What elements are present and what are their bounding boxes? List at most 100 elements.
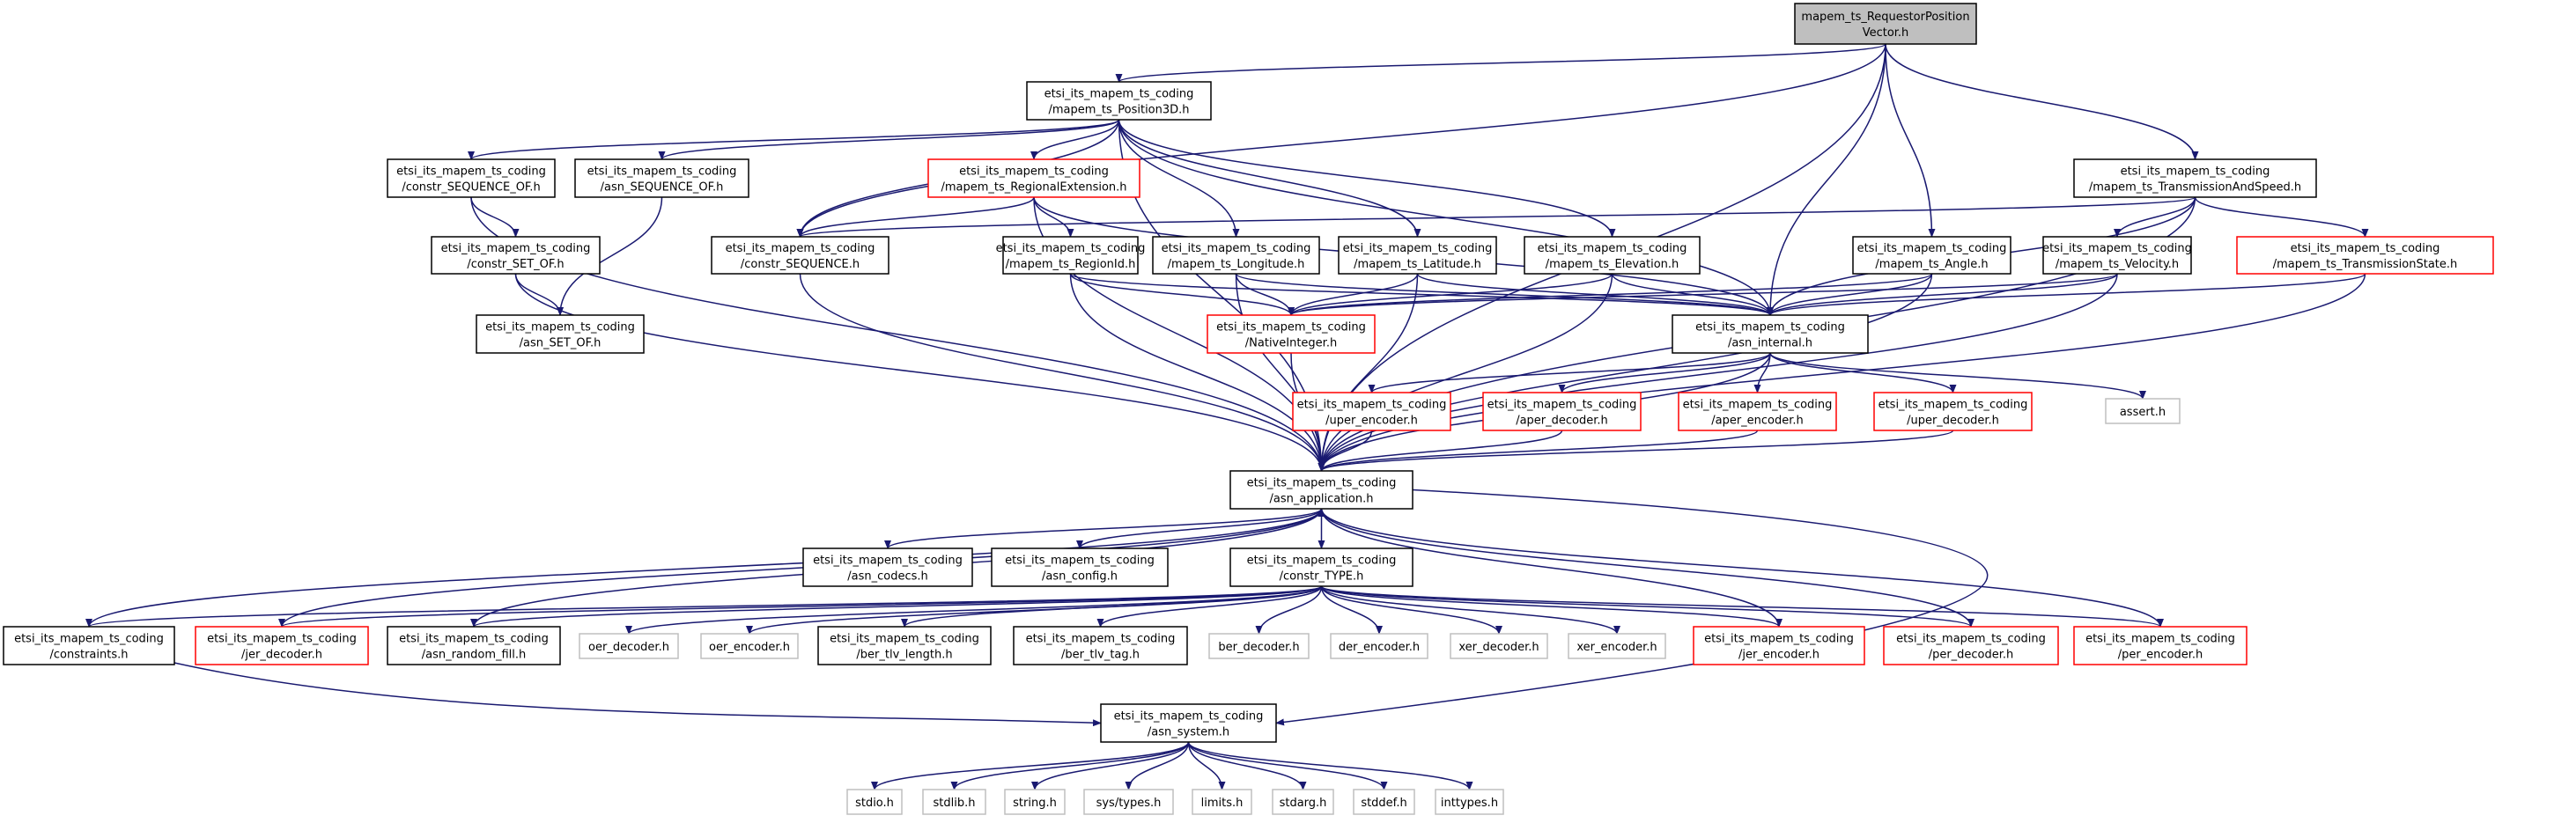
edge-asnsystem-to-inttypes (1187, 741, 1473, 790)
edge-constrtype-to-bertlvtag (1096, 585, 1323, 628)
node-box (1229, 547, 1413, 587)
node-label: etsi_its_mapem_ts_coding (959, 165, 1109, 179)
edge-constrtype-to-perdec (1320, 585, 1974, 628)
node-label: etsi_its_mapem_ts_coding (1695, 321, 1845, 334)
node-jerdec[interactable]: etsi_its_mapem_ts_coding/jer_decoder.h (195, 626, 369, 665)
edge-asnsystem-to-stdlib (950, 741, 1190, 790)
edge-root-to-tas (1885, 43, 2199, 160)
node-label: etsi_its_mapem_ts_coding (1044, 88, 1194, 101)
edge-constraints-to-asnsystem (173, 662, 1102, 727)
node-regext[interactable]: etsi_its_mapem_ts_coding/mapem_ts_Region… (927, 158, 1140, 198)
node-label: /jer_encoder.h (1738, 649, 1819, 662)
node-label: /mapem_ts_Elevation.h (1546, 258, 1679, 271)
node-box (476, 314, 645, 354)
node-label: /constr_SET_OF.h (467, 258, 564, 271)
node-label: etsi_its_mapem_ts_coding (996, 242, 1146, 255)
edge-tstate-to-asninternal (1767, 273, 2366, 316)
node-aseqof[interactable]: etsi_its_mapem_ts_coding/asn_SEQUENCE_OF… (574, 158, 749, 198)
node-label: /asn_codecs.h (847, 570, 928, 584)
node-box (1794, 3, 1977, 45)
node-tstate[interactable]: etsi_its_mapem_ts_coding/mapem_ts_Transm… (2236, 236, 2494, 275)
node-label: etsi_its_mapem_ts_coding (1487, 399, 1637, 412)
edge-csetof-to-asetof (514, 273, 564, 316)
node-asnsystem[interactable]: etsi_its_mapem_ts_coding/asn_system.h (1100, 703, 1277, 743)
node-uperdec[interactable]: etsi_its_mapem_ts_coding/uper_decoder.h (1873, 392, 2033, 431)
node-label: etsi_its_mapem_ts_coding (1247, 477, 1397, 490)
node-constraints[interactable]: etsi_its_mapem_ts_coding/constraints.h (3, 626, 175, 665)
node-uperenc[interactable]: etsi_its_mapem_ts_coding/uper_encoder.h (1292, 392, 1451, 431)
node-asetof[interactable]: etsi_its_mapem_ts_coding/asn_SET_OF.h (476, 314, 645, 354)
edge-perenc-to-asnapp (1318, 508, 2161, 628)
node-perdec[interactable]: etsi_its_mapem_ts_coding/per_decoder.h (1883, 626, 2059, 665)
node-label: /NativeInteger.h (1245, 337, 1337, 350)
node-label: xer_encoder.h (1576, 641, 1657, 654)
node-label: /per_decoder.h (1929, 649, 2014, 662)
node-box (1450, 633, 1548, 659)
node-aperenc[interactable]: etsi_its_mapem_ts_coding/aper_encoder.h (1678, 392, 1837, 431)
node-label: etsi_its_mapem_ts_coding (1683, 399, 1833, 412)
node-regionid[interactable]: etsi_its_mapem_ts_coding/mapem_ts_Region… (996, 236, 1146, 275)
node-aperdec[interactable]: etsi_its_mapem_ts_coding/aper_decoder.h (1482, 392, 1642, 431)
node-nativeint[interactable]: etsi_its_mapem_ts_coding/NativeInteger.h (1207, 314, 1376, 354)
node-label: etsi_its_mapem_ts_coding (14, 633, 164, 646)
node-label: etsi_its_mapem_ts_coding (441, 242, 591, 255)
node-bertlvlen[interactable]: etsi_its_mapem_ts_coding/ber_tlv_length.… (817, 626, 992, 665)
node-label: ber_decoder.h (1218, 641, 1299, 654)
node-label: etsi_its_mapem_ts_coding (1114, 710, 1264, 724)
node-label: stdarg.h (1280, 797, 1327, 810)
node-label: /asn_config.h (1042, 570, 1118, 584)
node-jerenc[interactable]: etsi_its_mapem_ts_coding/jer_encoder.h (1693, 626, 1865, 665)
edge-angle-to-asnapp (1318, 273, 1933, 472)
node-box (1678, 392, 1837, 431)
node-asncodecs[interactable]: etsi_its_mapem_ts_coding/asn_codecs.h (802, 547, 973, 587)
edge-pos3d-to-cseqof (468, 119, 1120, 160)
node-label: etsi_its_mapem_ts_coding (587, 165, 737, 179)
node-asnconfig[interactable]: etsi_its_mapem_ts_coding/asn_config.h (991, 547, 1169, 587)
edge-asnapp-to-asncodecs (884, 508, 1323, 549)
node-box (1435, 789, 1504, 815)
edge-aseqof-to-asetof (557, 196, 663, 316)
node-label: /aper_decoder.h (1516, 415, 1608, 428)
node-label: /per_encoder.h (2118, 649, 2203, 662)
node-randfill[interactable]: etsi_its_mapem_ts_coding/asn_random_fill… (387, 626, 561, 665)
node-label: etsi_its_mapem_ts_coding (399, 633, 549, 646)
node-limits: limits.h (1192, 789, 1252, 815)
node-label: limits.h (1201, 797, 1244, 810)
edge-velocity-to-asninternal (1767, 273, 2118, 316)
edge-asninternal-to-uperenc (1368, 352, 1771, 393)
node-stddef: stddef.h (1353, 789, 1415, 815)
edge-root-to-cseq (796, 43, 1886, 238)
node-tas[interactable]: etsi_its_mapem_ts_coding/mapem_ts_Transm… (2073, 158, 2317, 198)
edge-constraints-to-asnapp (88, 508, 1325, 628)
node-asnapp[interactable]: etsi_its_mapem_ts_coding/asn_application… (1229, 470, 1413, 510)
node-constrtype[interactable]: etsi_its_mapem_ts_coding/constr_TYPE.h (1229, 547, 1413, 587)
node-xerenc: xer_encoder.h (1568, 633, 1666, 659)
node-perenc[interactable]: etsi_its_mapem_ts_coding/per_encoder.h (2073, 626, 2248, 665)
node-asninternal[interactable]: etsi_its_mapem_ts_coding/asn_internal.h (1672, 314, 1869, 354)
node-latitude[interactable]: etsi_its_mapem_ts_coding/mapem_ts_Latitu… (1338, 236, 1497, 275)
edge-constrtype-to-xerenc (1320, 585, 1620, 635)
node-box (1883, 626, 2059, 665)
node-pos3d[interactable]: etsi_its_mapem_ts_coding/mapem_ts_Positi… (1026, 81, 1212, 121)
edge-longitude-to-asninternal (1235, 273, 1774, 316)
edge-pos3d-to-regext (1030, 119, 1120, 160)
node-cseq[interactable]: etsi_its_mapem_ts_coding/constr_SEQUENCE… (711, 236, 889, 275)
node-cseqof[interactable]: etsi_its_mapem_ts_coding/constr_SEQUENCE… (387, 158, 556, 198)
node-inttypes: inttypes.h (1435, 789, 1504, 815)
node-bertlvtag[interactable]: etsi_its_mapem_ts_coding/ber_tlv_tag.h (1013, 626, 1188, 665)
node-label: inttypes.h (1441, 797, 1498, 810)
node-stdio: stdio.h (846, 789, 903, 815)
node-box (1292, 392, 1451, 431)
node-label: /constr_TYPE.h (1280, 570, 1364, 584)
node-csetof[interactable]: etsi_its_mapem_ts_coding/constr_SET_OF.h (431, 236, 601, 275)
node-longitude[interactable]: etsi_its_mapem_ts_coding/mapem_ts_Longit… (1152, 236, 1320, 275)
node-assert: assert.h (2105, 398, 2181, 424)
node-angle[interactable]: etsi_its_mapem_ts_coding/mapem_ts_Angle.… (1852, 236, 2011, 275)
node-label: etsi_its_mapem_ts_coding (2042, 242, 2192, 255)
node-label: xer_decoder.h (1458, 641, 1539, 654)
node-velocity[interactable]: etsi_its_mapem_ts_coding/mapem_ts_Veloci… (2042, 236, 2192, 275)
node-stdarg: stdarg.h (1272, 789, 1334, 815)
node-elevation[interactable]: etsi_its_mapem_ts_coding/mapem_ts_Elevat… (1524, 236, 1701, 275)
